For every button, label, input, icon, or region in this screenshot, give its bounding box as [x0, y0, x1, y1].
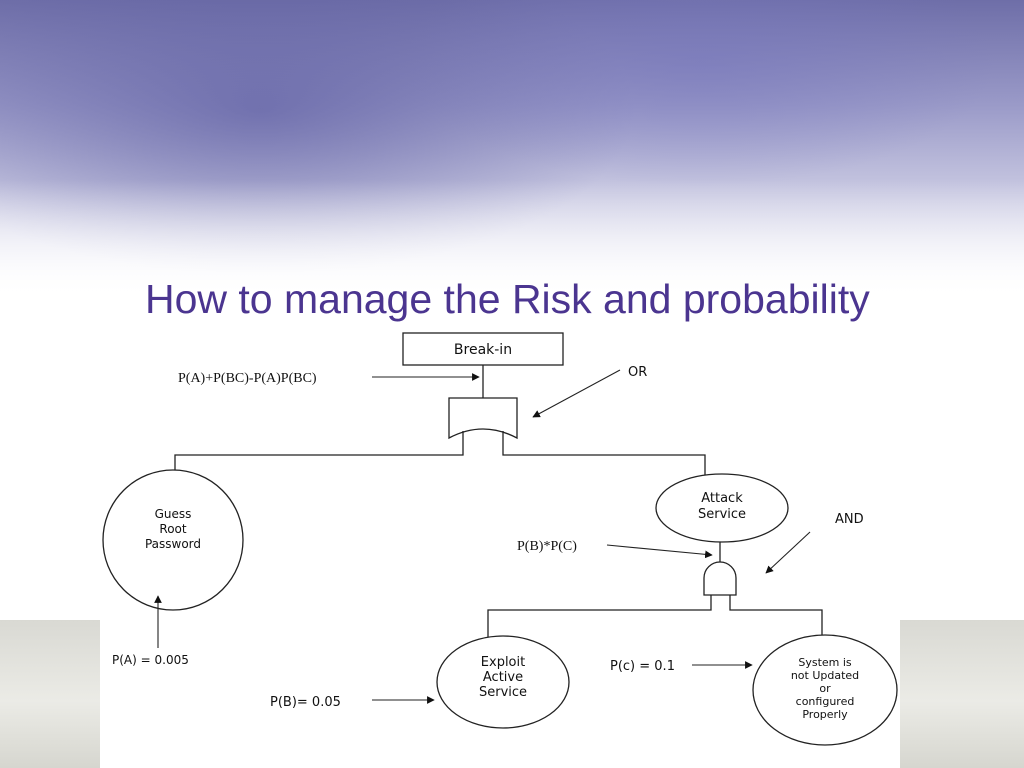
and-formula-arrow	[606, 544, 713, 559]
prob-a-label: P(A) = 0.005	[112, 653, 189, 667]
system-line-4: configured	[796, 695, 855, 708]
guess-line-1: Guess	[155, 507, 192, 521]
banner-fade	[0, 180, 1024, 310]
attack-line-2: Service	[698, 507, 746, 522]
or-arrow	[532, 369, 621, 418]
top-event-box	[402, 332, 564, 366]
guess-line-3: Password	[145, 537, 201, 551]
exploit-line-2: Active	[483, 670, 523, 685]
system-line-1: System is	[798, 656, 852, 669]
or-branch-left	[174, 431, 464, 495]
or-branch-right	[502, 431, 706, 475]
top-event-label: Break-in	[454, 342, 512, 358]
and-branch-left	[487, 595, 712, 640]
slide-title: How to manage the Risk and probability	[145, 276, 870, 322]
exploit-line-3: Service	[479, 685, 527, 700]
exploit-line-1: Exploit	[481, 655, 525, 670]
system-line-2: not Updated	[791, 669, 859, 682]
system-line-3: or	[819, 682, 831, 695]
and-branch-right	[729, 595, 823, 636]
or-label: OR	[628, 365, 647, 380]
system-line-5: Properly	[802, 708, 848, 721]
guess-line-2: Root	[159, 522, 186, 536]
and-formula: P(B)*P(C)	[517, 539, 577, 554]
and-arrow	[765, 531, 811, 574]
node-guess-root-password	[102, 469, 244, 611]
prob-c-label: P(c) = 0.1	[610, 659, 675, 674]
and-gate	[703, 561, 737, 596]
node-attack-service	[655, 473, 789, 543]
prob-b-label: P(B)= 0.05	[270, 695, 341, 710]
top-formula: P(A)+P(BC)-P(A)P(BC)	[178, 371, 317, 386]
node-system-not-updated	[752, 634, 898, 746]
node-exploit-active-service	[436, 635, 570, 729]
and-label: AND	[835, 512, 864, 527]
or-gate	[448, 397, 518, 440]
attack-line-1: Attack	[701, 491, 743, 506]
